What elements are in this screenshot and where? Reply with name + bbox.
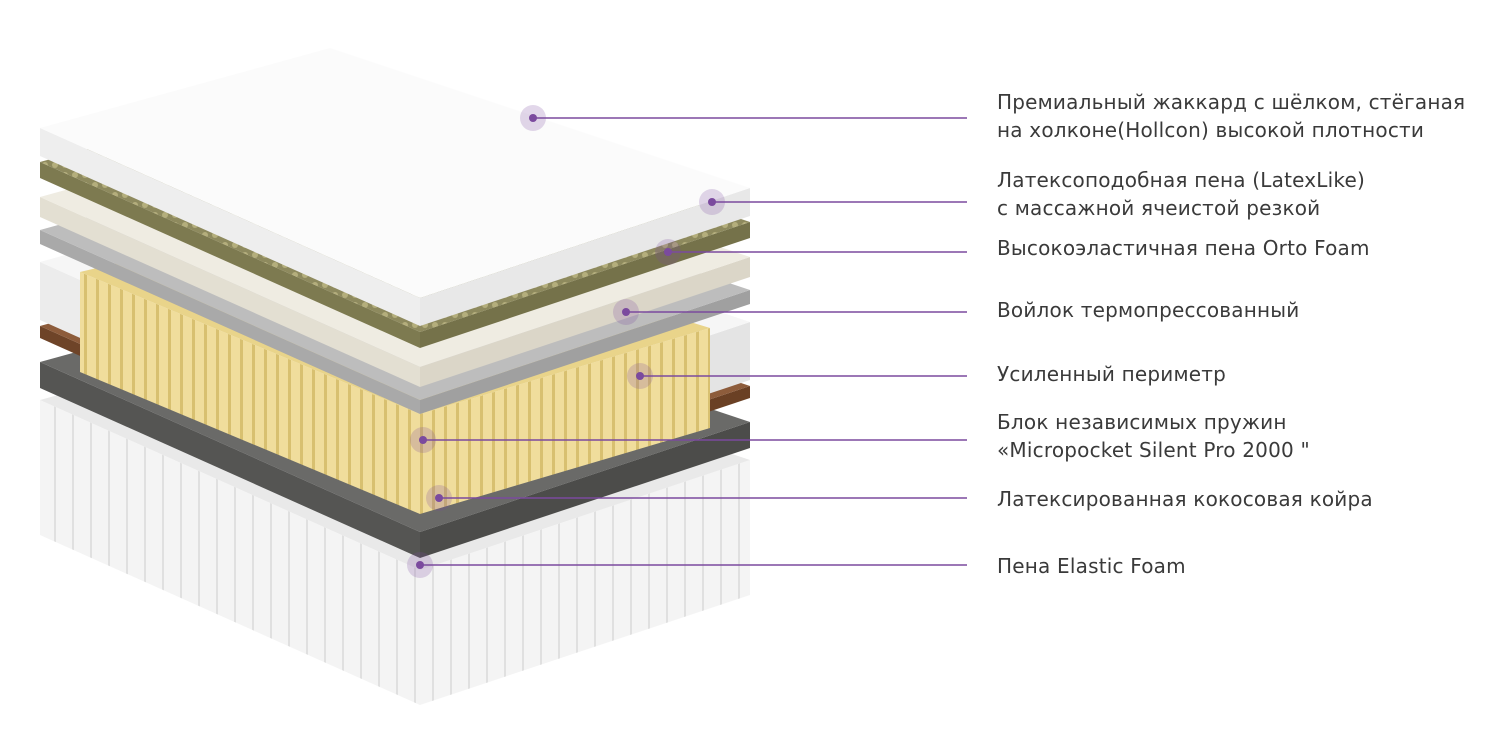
callout-dot-elastic-foam <box>416 561 424 569</box>
spring-block-layer-left-side <box>80 272 420 514</box>
label-orto-foam: Высокоэластичная пена Orto Foam <box>997 236 1370 260</box>
label-perimeter: Усиленный периметр <box>997 362 1226 386</box>
callout-dot-orto-foam <box>664 248 672 256</box>
elastic-foam-layer-right-side <box>420 422 750 558</box>
label-elastic-foam: Пена Elastic Foam <box>997 554 1186 578</box>
felt-layer-right-side <box>420 290 750 414</box>
callout-dot-felt <box>622 308 630 316</box>
label-coconut-coir: Латексированная кокосовая койра <box>997 487 1373 511</box>
callout-dot-perimeter <box>636 372 644 380</box>
base-layer-right-side <box>420 460 750 705</box>
orto-foam-layer-left-side <box>40 197 420 387</box>
base-layer-left-side <box>40 400 420 705</box>
jacquard-cover-layer-right-side <box>420 188 750 326</box>
orto-foam-layer-right-side <box>420 257 750 387</box>
latexlike-foam-layer-left-side <box>40 162 420 348</box>
jacquard-cover-layer-left-side <box>40 128 420 326</box>
callout-dot-latexlike-foam <box>708 198 716 206</box>
label-latexlike-foam: Латексоподобная пена (LatexLike)с массаж… <box>997 168 1365 220</box>
callout-dot-jacquard-cover <box>529 114 537 122</box>
felt-layer-left-side <box>40 230 420 414</box>
callout-dot-spring-block <box>419 436 427 444</box>
callout-dot-coconut-coir <box>435 494 443 502</box>
label-spring-block: Блок независимых пружин«Micropocket Sile… <box>997 410 1310 462</box>
jacquard-cover-layer-top <box>40 48 750 298</box>
elastic-foam-layer-left-side <box>40 362 420 558</box>
label-felt: Войлок термопрессованный <box>997 298 1300 322</box>
